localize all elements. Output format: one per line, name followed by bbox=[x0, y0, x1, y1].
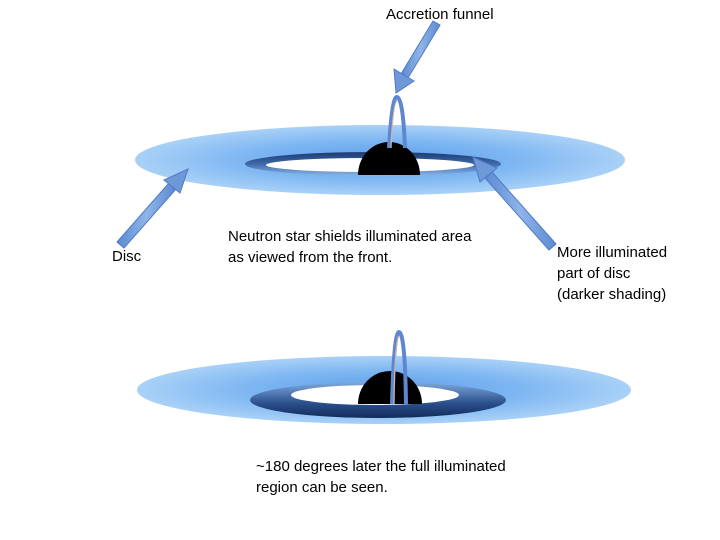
bottom-funnel-highlight bbox=[393, 335, 400, 405]
more-illuminated-line-3: (darker shading) bbox=[557, 286, 667, 303]
top-neutron-star bbox=[358, 142, 420, 175]
top-disc-system bbox=[135, 95, 625, 195]
more-illuminated-line-1: More illuminated bbox=[557, 244, 668, 261]
shield-caption: Neutron star shields illuminated area as… bbox=[228, 226, 471, 268]
top-funnel-highlight bbox=[390, 100, 398, 149]
later-caption-line-1: ~180 degrees later the full illuminated bbox=[256, 458, 506, 475]
bottom-accretion-funnel bbox=[390, 329, 408, 405]
accretion-funnel-arrow bbox=[393, 20, 441, 94]
accretion-funnel-label: Accretion funnel bbox=[386, 6, 494, 23]
later-caption: ~180 degrees later the full illuminated … bbox=[256, 456, 506, 498]
later-caption-line-2: region can be seen. bbox=[256, 479, 388, 496]
shield-caption-line-1: Neutron star shields illuminated area bbox=[228, 228, 472, 245]
more-illuminated-line-2: part of disc bbox=[557, 265, 631, 282]
disc-label: Disc bbox=[112, 248, 142, 265]
bottom-disc-system bbox=[137, 329, 631, 424]
illuminated-part-arrow bbox=[472, 156, 557, 251]
shield-caption-line-2: as viewed from the front. bbox=[228, 249, 393, 266]
more-illuminated-label: More illuminated part of disc (darker sh… bbox=[557, 242, 667, 305]
top-accretion-funnel bbox=[387, 95, 407, 149]
disc-arrow bbox=[116, 168, 189, 249]
